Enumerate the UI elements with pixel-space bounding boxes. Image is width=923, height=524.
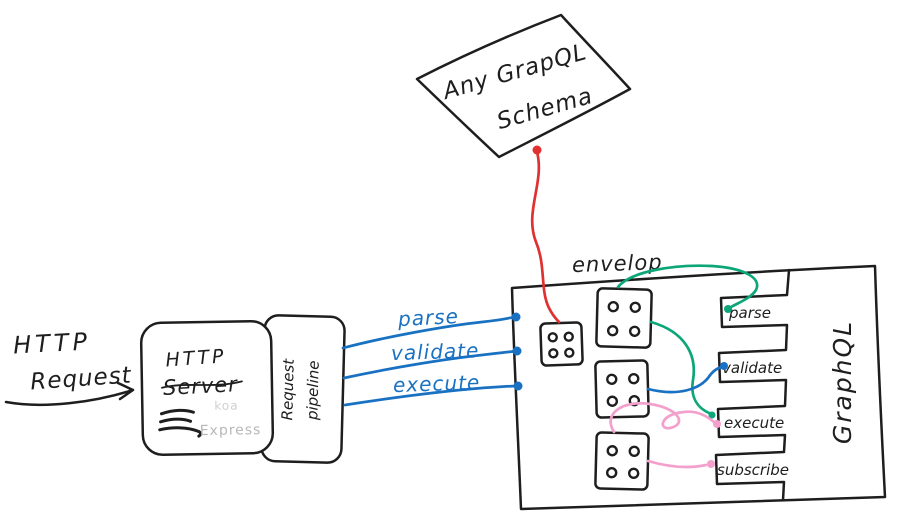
parse-call-line [341, 315, 516, 350]
http-server-box: HTTP Server koa Express [139, 319, 275, 457]
schema-bubble: Any GrapQL Schema [415, 13, 632, 159]
die-dot [606, 325, 619, 337]
die-outline [539, 321, 584, 367]
server-title-scribble [161, 380, 243, 389]
express-label: Express [200, 422, 262, 439]
die-dot [628, 445, 640, 458]
execute-endpoint-dot [513, 381, 523, 391]
green-wire-parse [616, 264, 759, 309]
http-request-text-line1: HTTP [12, 327, 91, 359]
request-pipeline-text-line2: pipeline [303, 360, 323, 421]
hook-label-parse: parse [728, 304, 771, 322]
plugin-dice [539, 287, 653, 491]
http-request-text-line2: Request [29, 362, 132, 395]
express-logo-mark [158, 408, 203, 438]
execute-call-label: execute [393, 370, 481, 397]
plugin-die-bottom [594, 431, 650, 491]
schema-bubble-outline [415, 13, 632, 159]
koa-label: koa [214, 398, 238, 412]
plugin-wires [609, 264, 759, 469]
graphql-label: GraphQL [828, 320, 857, 444]
die-dot [563, 331, 574, 342]
green-dot-execute [708, 411, 716, 419]
request-pipeline-text-line1: Request [278, 357, 298, 420]
hook-comb-outline [714, 268, 791, 502]
pink-wire-execute [609, 401, 716, 434]
die-dot [628, 372, 640, 385]
green-wire-execute [649, 320, 711, 415]
die-dot [547, 332, 558, 343]
die-outline [594, 359, 650, 419]
hook-label-subscribe: subscribe [717, 461, 789, 479]
validate-endpoint-dot [512, 346, 522, 356]
request-arrow [4, 381, 135, 407]
hook-label-execute: execute [724, 414, 784, 432]
green-dot-parse [724, 305, 732, 313]
die-dot [605, 467, 618, 479]
validate-call-line [342, 349, 518, 380]
request-pipeline-outline [260, 314, 346, 464]
http-server-outline [139, 319, 275, 457]
execute-call-line [343, 384, 519, 407]
pipeline-call-lines: parse validate execute [341, 304, 523, 407]
graphql-hook-comb: parse validate execute subscribe GraphQL [714, 268, 857, 502]
blue-dot-validate [720, 362, 728, 370]
http-server-title-line1: HTTP [165, 345, 227, 371]
die-dot [564, 347, 575, 358]
die-dot [628, 325, 641, 337]
pink-dot-execute [713, 420, 721, 428]
plugin-die-schema [539, 321, 584, 367]
plugin-die-top [595, 287, 653, 349]
parse-call-label: parse [396, 304, 459, 331]
validate-call-label: validate [391, 338, 480, 365]
die-dot [606, 373, 618, 385]
parse-endpoint-dot [511, 312, 521, 322]
die-outline [594, 431, 650, 491]
blue-wire-validate [646, 365, 724, 394]
die-dot [607, 301, 619, 313]
die-dot [606, 445, 618, 457]
request-pipeline-box: Request pipeline [260, 314, 346, 464]
http-request-label: HTTP Request [12, 327, 132, 395]
die-outline [595, 287, 653, 349]
pink-wire-subscribe [646, 459, 708, 469]
die-dot [629, 301, 641, 313]
die-dot [548, 348, 559, 359]
plugin-die-middle [594, 359, 650, 419]
envelop-label: envelop [572, 250, 663, 277]
red-wire-schema [530, 150, 561, 324]
pink-dot-subscribe [707, 460, 715, 468]
die-dot [627, 467, 640, 480]
die-dot [606, 395, 619, 407]
hook-label-validate: validate [722, 359, 782, 377]
red-dot-schema [532, 145, 542, 155]
